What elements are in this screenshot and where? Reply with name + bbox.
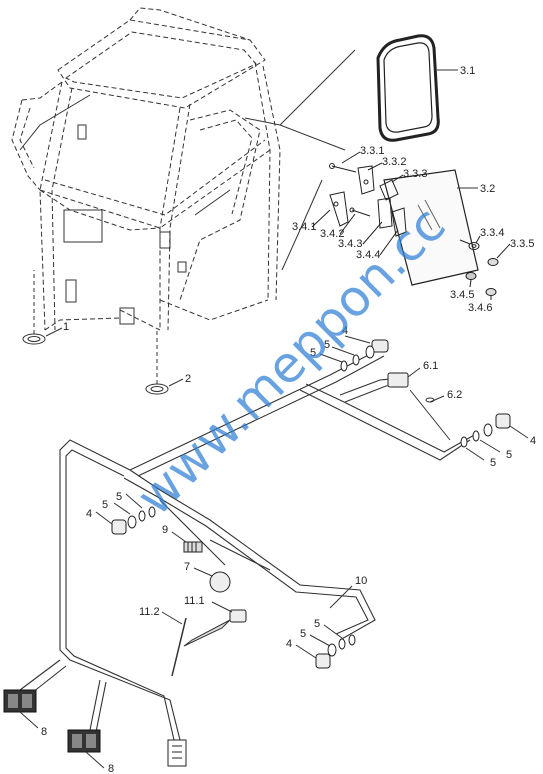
callout-5-upper-b: 5 [310, 347, 316, 359]
callout-4-lower: 4 [286, 638, 292, 650]
callout-3-4-2: 3.4.2 [320, 228, 344, 240]
connector-8-upper [3, 689, 39, 729]
connector-11-1 [183, 601, 247, 647]
callout-5-left-a: 5 [116, 491, 122, 503]
callout-8-lower: 8 [108, 763, 114, 774]
callout-5-lower-a: 5 [314, 618, 320, 630]
callout-4-right: 4 [530, 435, 536, 447]
callout-3-3-4: 3.3.4 [480, 227, 504, 239]
callout-4-left: 4 [86, 508, 92, 520]
callout-9: 9 [162, 524, 168, 536]
cable-11-2 [161, 611, 187, 677]
connector-8-lower [67, 729, 105, 769]
window-group-outline [244, 49, 356, 271]
cable-6-2 [409, 389, 451, 441]
callout-3-4-4: 3.4.4 [356, 249, 380, 261]
lamp-socket-left [95, 493, 156, 535]
grommet-1 [22, 270, 63, 345]
callout-3-4-3: 3.4.3 [338, 238, 362, 250]
callout-3-4-6: 3.4.6 [468, 302, 492, 314]
callout-3-4-1: 3.4.1 [292, 221, 316, 233]
connector-9 [171, 531, 203, 553]
window-seal-3-1 [376, 34, 458, 142]
callout-11-1: 11.1 [184, 595, 205, 607]
lamp-socket-mid-right [460, 413, 529, 461]
lamp-socket-lower-right [295, 585, 356, 669]
callout-6-2: 6.2 [447, 389, 462, 401]
callout-11-2: 11.2 [139, 606, 160, 618]
callout-5-left-b: 5 [102, 499, 108, 511]
callout-4-upper: 4 [342, 325, 348, 337]
callout-3-3-1: 3.3.1 [360, 145, 384, 157]
connector-end-plug [167, 739, 187, 767]
lamp-socket-upper-right [319, 335, 389, 372]
callout-10: 10 [355, 575, 367, 587]
cab-frame [11, 7, 281, 331]
callout-6-1: 6.1 [423, 360, 438, 372]
watermark: www.meppon.cc [125, 195, 456, 526]
callout-5-right-a: 5 [506, 449, 512, 461]
callout-5-lower-b: 5 [300, 628, 306, 640]
window-glass-3-2 [383, 169, 479, 286]
callout-3-3-2: 3.3.2 [382, 156, 406, 168]
callout-8-upper: 8 [41, 726, 47, 738]
connector-6-1 [387, 367, 421, 388]
callout-7: 7 [184, 561, 190, 573]
plug-7 [193, 567, 231, 593]
callout-3-3-5: 3.3.5 [510, 238, 534, 250]
callout-3-4-5: 3.4.5 [450, 289, 474, 301]
callout-2: 2 [185, 373, 191, 385]
callout-5-upper-a: 5 [324, 339, 330, 351]
grommet-2 [145, 330, 184, 395]
callout-3-1: 3.1 [460, 65, 475, 77]
callout-5-right-b: 5 [490, 457, 496, 469]
callout-1: 1 [63, 321, 69, 333]
callout-3-2: 3.2 [480, 183, 495, 195]
main-harness-10 [19, 439, 376, 741]
callout-3-3-3: 3.3.3 [403, 168, 427, 180]
window-hinge-hardware [311, 151, 511, 300]
cab-frame-solid-details [19, 94, 231, 325]
